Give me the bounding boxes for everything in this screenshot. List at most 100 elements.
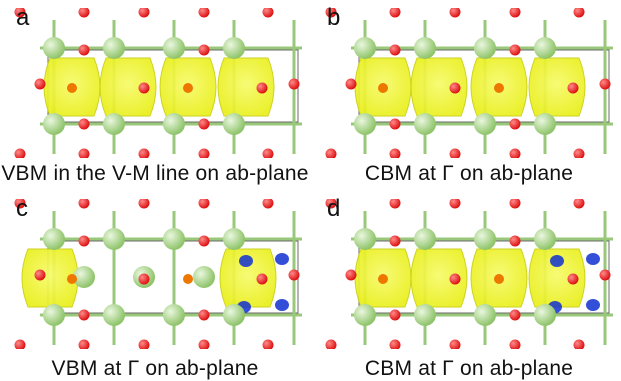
oxygen-atom <box>78 44 90 56</box>
caption-c: VBM at Γ on ab-plane <box>51 357 259 380</box>
inner-atom <box>494 274 504 284</box>
inner-atom <box>183 274 193 284</box>
oxygen-atom <box>389 44 401 56</box>
metal-atom <box>474 37 496 59</box>
oxygen-atom <box>599 269 611 281</box>
metal-atom <box>414 228 436 250</box>
isosurface-lobe <box>219 248 277 308</box>
crystal-structure-d <box>325 199 613 349</box>
oxygen-atom <box>198 8 210 18</box>
crystal-structure-b <box>325 8 613 158</box>
oxygen-atom <box>78 148 90 158</box>
oxygen-atom <box>288 269 300 281</box>
oxygen-atom <box>198 235 210 247</box>
inner-atom <box>378 83 388 93</box>
metal-atom <box>414 37 436 59</box>
metal-atom <box>474 228 496 250</box>
oxygen-atom <box>78 309 90 321</box>
metal-atom <box>414 304 436 326</box>
oxygen-atom <box>389 235 401 247</box>
metal-atom <box>43 304 65 326</box>
crystal-structure-a <box>14 8 302 158</box>
oxygen-atom <box>509 199 521 209</box>
metal-atom <box>534 37 556 59</box>
oxygen-atom <box>389 309 401 321</box>
metal-atom <box>223 228 245 250</box>
isosurface-lobe <box>410 57 468 117</box>
oxygen-atom <box>389 118 401 130</box>
oxygen-atom <box>325 199 337 209</box>
metal-atom <box>103 228 125 250</box>
oxygen-atom <box>573 199 585 209</box>
panel-d: d CBM at Γ on ab-plane <box>311 191 613 381</box>
oxygen-atom <box>509 339 521 349</box>
oxygen-atom <box>14 8 26 18</box>
negative-isosurface-blob <box>275 299 289 311</box>
oxygen-atom <box>288 78 300 90</box>
panel-c: c VBM at Γ on ab-plane <box>0 191 302 381</box>
metal-atom <box>223 113 245 135</box>
oxygen-atom <box>78 235 90 247</box>
metal-atom <box>163 37 185 59</box>
negative-isosurface-blob <box>550 255 564 267</box>
oxygen-atom <box>325 148 337 158</box>
inner-atom <box>67 274 77 284</box>
isosurface-lobe <box>410 248 468 308</box>
oxygen-atom <box>262 339 274 349</box>
isosurface-lobe <box>217 57 275 117</box>
metal-atom <box>534 228 556 250</box>
oxygen-atom <box>14 339 26 349</box>
caption-a: VBM in the V-M line on ab-plane <box>1 162 309 185</box>
oxygen-atom <box>138 273 150 285</box>
oxygen-atom <box>509 148 521 158</box>
oxygen-atom <box>509 8 521 18</box>
oxygen-atom <box>389 339 401 349</box>
negative-isosurface-blob <box>586 299 600 311</box>
oxygen-atom <box>389 199 401 209</box>
metal-atom <box>223 304 245 326</box>
metal-atom <box>103 304 125 326</box>
negative-isosurface-blob <box>275 253 289 265</box>
inner-atom <box>67 83 77 93</box>
metal-atom <box>103 37 125 59</box>
oxygen-atom <box>198 44 210 56</box>
oxygen-atom <box>325 8 337 18</box>
oxygen-atom <box>345 269 357 281</box>
oxygen-atom <box>138 148 150 158</box>
metal-atom <box>223 37 245 59</box>
oxygen-atom <box>138 8 150 18</box>
oxygen-atom <box>573 339 585 349</box>
oxygen-atom <box>449 148 461 158</box>
oxygen-atom <box>14 148 26 158</box>
metal-atom <box>163 228 185 250</box>
oxygen-atom <box>325 339 337 349</box>
oxygen-atom <box>567 273 579 285</box>
metal-atom <box>163 304 185 326</box>
oxygen-atom <box>573 148 585 158</box>
panel-letter-d: d <box>327 195 341 222</box>
metal-atom <box>103 113 125 135</box>
isosurface-lobe <box>528 57 586 117</box>
oxygen-atom <box>449 199 461 209</box>
oxygen-atom <box>78 199 90 209</box>
metal-atom <box>474 304 496 326</box>
oxygen-atom <box>509 44 521 56</box>
oxygen-atom <box>78 118 90 130</box>
negative-isosurface-blob <box>586 253 600 265</box>
oxygen-atom <box>34 78 46 90</box>
oxygen-atom <box>449 339 461 349</box>
oxygen-atom <box>449 82 461 94</box>
metal-atom <box>193 266 215 288</box>
oxygen-atom <box>256 273 268 285</box>
oxygen-atom <box>262 199 274 209</box>
oxygen-atom <box>198 148 210 158</box>
panel-letter-a: a <box>16 4 30 31</box>
inner-atom <box>183 83 193 93</box>
inner-atom <box>494 83 504 93</box>
oxygen-atom <box>198 309 210 321</box>
oxygen-atom <box>449 8 461 18</box>
metal-atom <box>43 228 65 250</box>
caption-b: CBM at Γ on ab-plane <box>364 162 574 185</box>
oxygen-atom <box>573 8 585 18</box>
panel-letter-c: c <box>16 195 28 222</box>
